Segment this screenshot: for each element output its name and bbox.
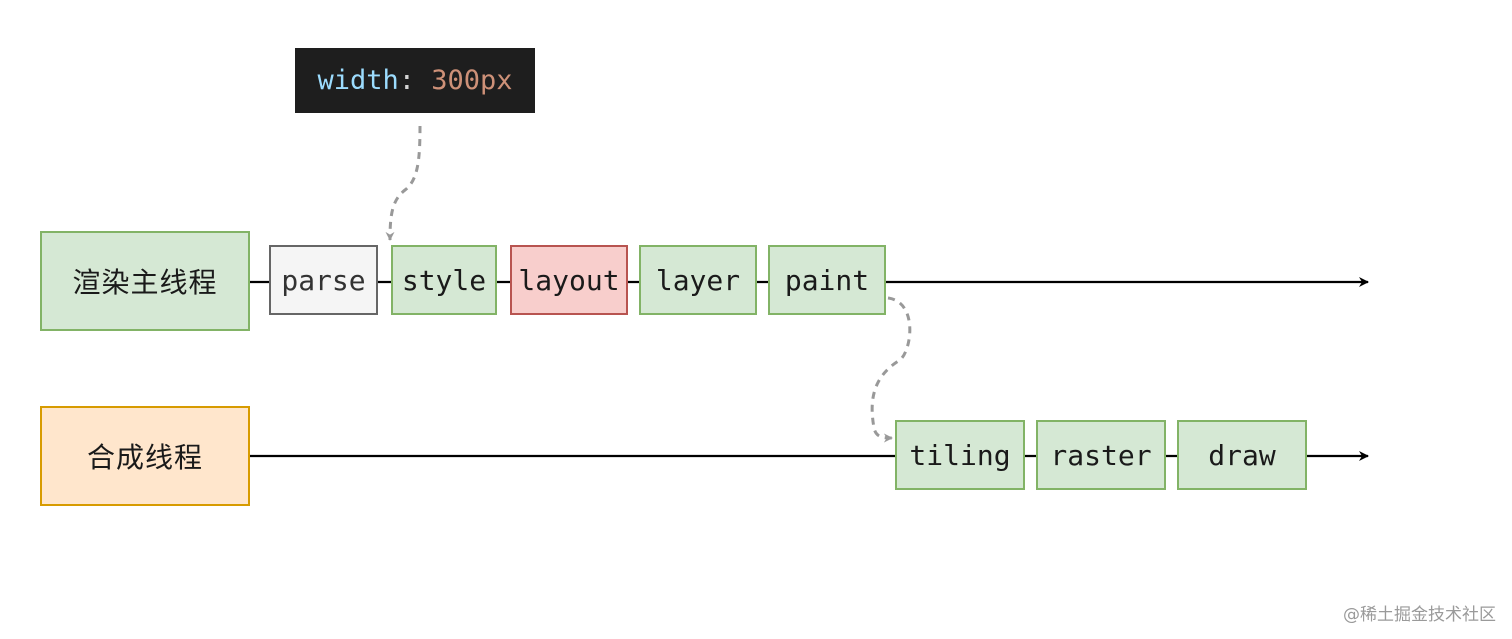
step-raster: raster bbox=[1036, 420, 1166, 490]
main-thread-label: 渲染主线程 bbox=[72, 266, 218, 299]
style-trigger-arrow bbox=[385, 125, 422, 241]
watermark: @稀土掘金技术社区 bbox=[1343, 605, 1496, 625]
step-style: style bbox=[391, 245, 497, 315]
paint-to-tiling-arrow bbox=[870, 296, 912, 443]
step-style-label: style bbox=[401, 263, 487, 297]
code-value: 300px bbox=[431, 65, 513, 96]
main-thread-label-box: 渲染主线程 bbox=[40, 231, 250, 331]
step-layer: layer bbox=[639, 245, 757, 315]
step-tiling: tiling bbox=[895, 420, 1025, 490]
step-paint-label: paint bbox=[784, 263, 870, 297]
step-draw-label: draw bbox=[1208, 438, 1276, 472]
step-parse: parse bbox=[269, 245, 378, 315]
code-separator: : bbox=[398, 65, 432, 96]
code-property: width bbox=[317, 65, 399, 96]
compositor-thread-label: 合成线程 bbox=[86, 441, 203, 474]
step-layer-label: layer bbox=[655, 263, 741, 297]
css-change-snippet: width: 300px bbox=[295, 48, 535, 113]
step-parse-label: parse bbox=[281, 263, 366, 297]
step-tiling-label: tiling bbox=[909, 438, 1011, 472]
step-draw: draw bbox=[1177, 420, 1307, 490]
step-paint: paint bbox=[768, 245, 886, 315]
step-layout-label: layout bbox=[518, 263, 620, 297]
step-raster-label: raster bbox=[1050, 438, 1152, 472]
compositor-thread-label-box: 合成线程 bbox=[40, 406, 250, 506]
step-layout: layout bbox=[510, 245, 628, 315]
